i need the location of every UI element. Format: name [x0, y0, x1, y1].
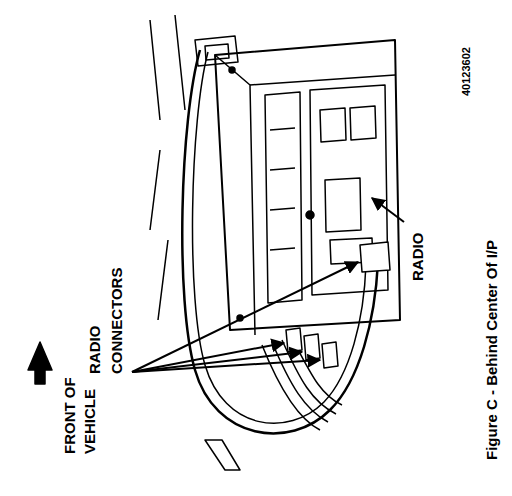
part-label: RADIO CONNECTORS — [84, 262, 128, 374]
figure-caption: Figure C - Behind Center Of I/P — [483, 140, 501, 460]
drawing-number: 40123602 — [460, 16, 473, 96]
direction-note: FRONT OF VEHICLE — [60, 370, 100, 454]
part-label: RADIO — [409, 211, 427, 281]
